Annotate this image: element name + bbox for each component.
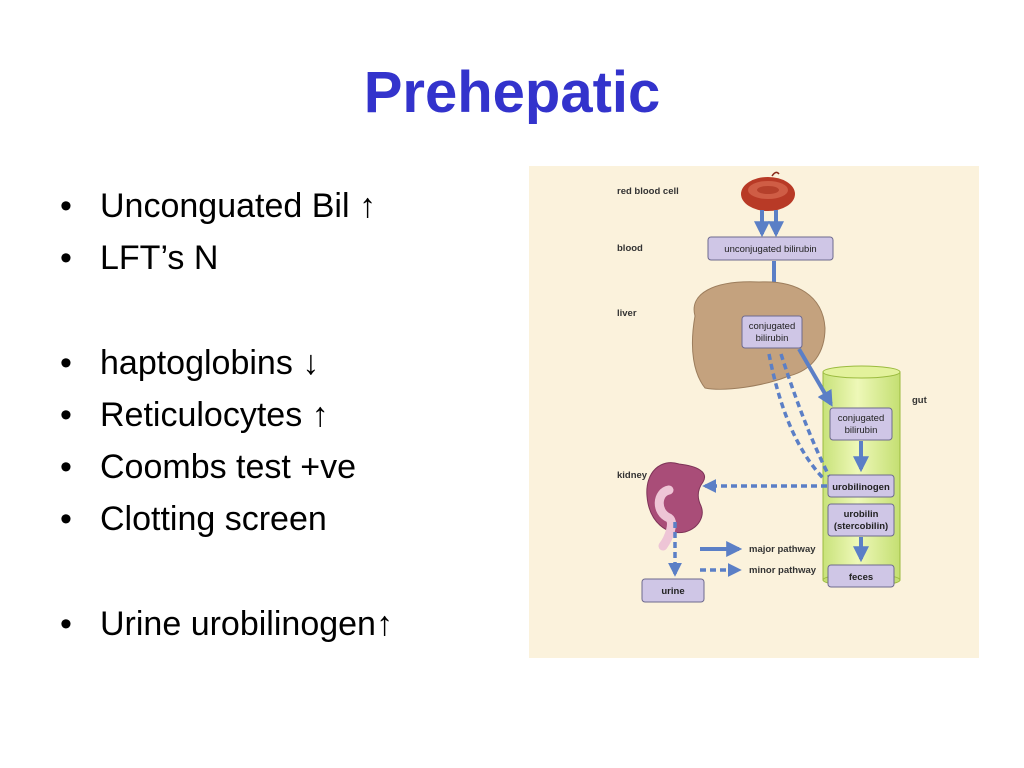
dashed-path-liver-1 xyxy=(767,353,827,482)
box-unconjugated-label: unconjugated bilirubin xyxy=(724,244,816,255)
bullet-item: • haptoglobins ↓ xyxy=(58,337,508,389)
box-conjugated-liver-line1: conjugated xyxy=(749,321,795,332)
bullet-dot: • xyxy=(60,396,72,434)
box-urobilinogen-label: urobilinogen xyxy=(832,482,890,493)
label-gut: gut xyxy=(912,395,928,406)
bullet-list: • Unconguated Bil ↑ • LFT’s N • haptoglobin… xyxy=(58,180,508,650)
bullet-item: • Clotting screen xyxy=(58,493,508,545)
bullet-item: • Reticulocytes ↑ xyxy=(58,389,508,441)
box-urobilin-line2: (stercobilin) xyxy=(834,521,888,532)
bullet-text: Urine urobilinogen↑ xyxy=(100,605,393,643)
bullet-dot: • xyxy=(60,605,72,643)
legend: major pathway minor pathway xyxy=(700,541,817,577)
bullet-text: haptoglobins ↓ xyxy=(100,344,320,382)
bullet-dot: • xyxy=(60,500,72,538)
legend-major-label: major pathway xyxy=(749,544,816,555)
bullet-item: • Coombs test +ve xyxy=(58,441,508,493)
box-feces-label: feces xyxy=(849,572,873,583)
bullet-dot: • xyxy=(60,344,72,382)
diagram-canvas: red blood cell blood liver gut kidney un… xyxy=(617,171,928,603)
bilirubin-metabolism-diagram: red blood cell blood liver gut kidney un… xyxy=(529,166,979,658)
slide-title: Prehepatic xyxy=(363,60,661,125)
box-conjugated-gut-line2: bilirubin xyxy=(845,425,878,436)
bullet-dot: • xyxy=(60,448,72,486)
bullet-text: LFT’s N xyxy=(100,239,219,277)
kidney-icon xyxy=(646,462,705,551)
bullet-item: • LFT’s N xyxy=(58,232,508,284)
box-conjugated-liver-line2: bilirubin xyxy=(756,333,789,344)
bullet-item: • Unconguated Bil ↑ xyxy=(58,180,508,232)
bullet-text: Unconguated Bil ↑ xyxy=(100,187,376,225)
red-blood-cell-icon xyxy=(741,171,795,211)
bullet-spacer xyxy=(58,545,508,598)
box-urobilin-line1: urobilin xyxy=(844,509,879,520)
label-liver: liver xyxy=(617,308,637,319)
bullet-text: Coombs test +ve xyxy=(100,448,357,486)
bullet-text: Clotting screen xyxy=(100,500,327,538)
bullet-dot: • xyxy=(60,187,72,225)
label-red-blood-cell: red blood cell xyxy=(617,186,679,197)
box-urine: urine xyxy=(641,578,705,603)
box-conjugated-gut: conjugated bilirubin xyxy=(829,407,893,441)
box-urobilin: urobilin (stercobilin) xyxy=(827,503,895,537)
box-feces: feces xyxy=(827,564,895,588)
bullet-dot: • xyxy=(60,239,72,277)
box-conjugated-liver: conjugated bilirubin xyxy=(741,315,803,349)
box-conjugated-gut-line1: conjugated xyxy=(838,413,884,424)
box-urobilinogen: urobilinogen xyxy=(827,474,895,498)
label-blood: blood xyxy=(617,243,643,254)
bullet-text: Reticulocytes ↑ xyxy=(100,396,329,434)
legend-minor-label: minor pathway xyxy=(749,565,817,576)
box-urine-label: urine xyxy=(661,586,684,597)
label-kidney: kidney xyxy=(617,470,648,481)
box-unconjugated-bilirubin: unconjugated bilirubin xyxy=(707,236,834,261)
bullet-spacer xyxy=(58,284,508,337)
arrow-liver-gut xyxy=(797,347,833,407)
bullet-item: • Urine urobilinogen↑ xyxy=(58,598,508,650)
dashed-path-liver-2 xyxy=(779,353,831,477)
